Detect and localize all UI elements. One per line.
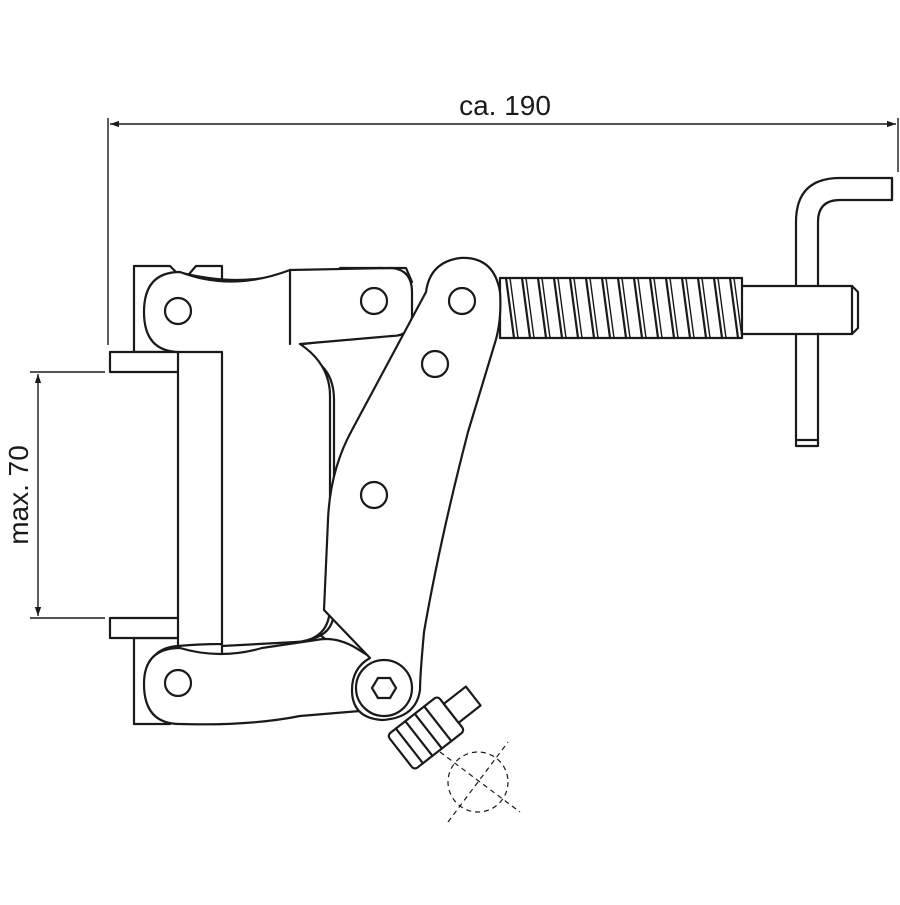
width-dimension-label: ca. 190 [459, 90, 551, 121]
height-dimension-label: max. 70 [3, 445, 34, 545]
lever-pin-lower [359, 480, 389, 510]
lever-pin-middle [420, 349, 450, 379]
lever-pin-top [447, 286, 477, 316]
height-dimension: max. 70 [3, 371, 105, 619]
width-dimension: ca. 190 [107, 90, 899, 345]
pivot-holes [163, 286, 477, 718]
swivel-lever [322, 256, 502, 722]
upper-frame-arm [142, 266, 414, 648]
ball-joint [387, 685, 521, 823]
threaded-spindle [498, 276, 744, 340]
lower-jaw-pin [163, 668, 193, 698]
hex-socket-icon [370, 676, 398, 700]
spindle-sleeve [738, 284, 860, 336]
upper-jaw-pin [163, 296, 193, 326]
lower-frame-arm [142, 637, 374, 726]
frame-pin [359, 286, 389, 316]
